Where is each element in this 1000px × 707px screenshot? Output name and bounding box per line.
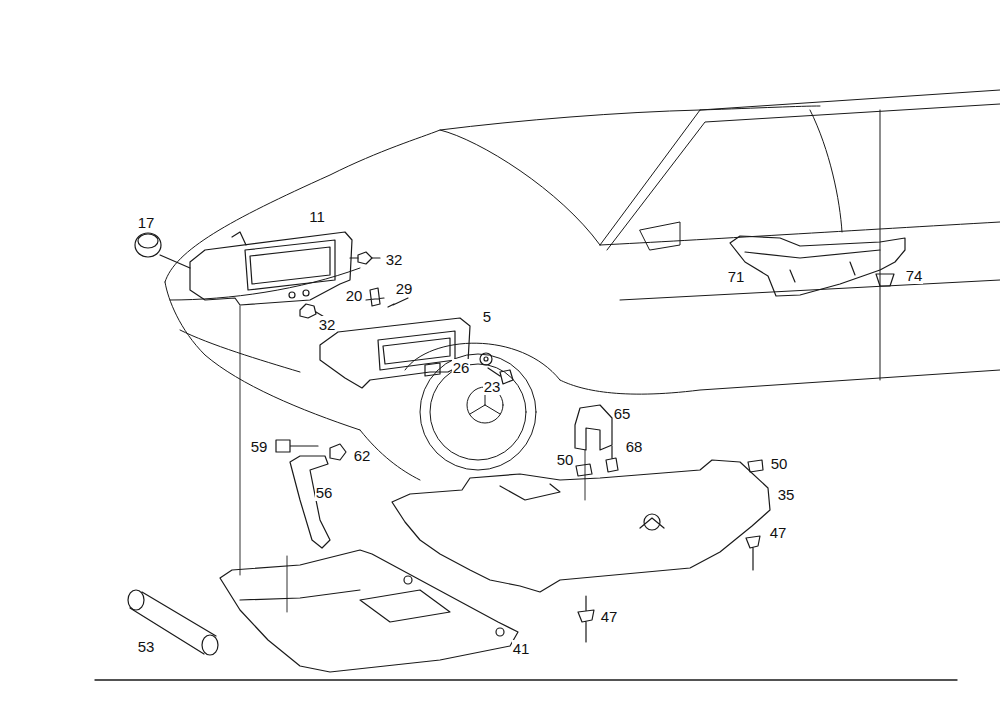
callout-number: 35 bbox=[777, 486, 796, 503]
callout-number: 23 bbox=[483, 378, 502, 395]
callout-number: 56 bbox=[315, 484, 334, 501]
callout-number: 71 bbox=[727, 268, 746, 285]
callout-number: 50 bbox=[556, 451, 575, 468]
callout-number: 20 bbox=[345, 287, 364, 304]
callout-number: 47 bbox=[600, 608, 619, 625]
callout-number: 50 bbox=[770, 455, 789, 472]
screw-part bbox=[746, 536, 760, 570]
callout-number: 29 bbox=[395, 280, 414, 297]
callout-number: 26 bbox=[452, 359, 471, 376]
frame-line bbox=[95, 679, 957, 680]
bolt-part bbox=[276, 440, 318, 452]
washer-part bbox=[480, 353, 492, 365]
bracket-part bbox=[575, 405, 612, 450]
tube-part bbox=[128, 590, 218, 655]
callout-number: 59 bbox=[250, 438, 269, 455]
callout-number: 65 bbox=[613, 405, 632, 422]
screw-part bbox=[606, 446, 618, 472]
car-outline bbox=[165, 90, 1000, 480]
callout-number: 53 bbox=[137, 638, 156, 655]
shield-part bbox=[392, 460, 770, 592]
shield-part bbox=[220, 550, 518, 672]
clip-part bbox=[366, 288, 384, 306]
cap-part bbox=[135, 233, 161, 257]
screw-part bbox=[388, 298, 408, 307]
callout-number: 41 bbox=[512, 640, 531, 657]
bolt-part bbox=[300, 252, 380, 318]
panel-part bbox=[320, 318, 470, 388]
panel-part bbox=[190, 232, 352, 305]
leader-line bbox=[240, 306, 585, 612]
callout-number: 17 bbox=[137, 214, 156, 231]
screw-part bbox=[578, 596, 594, 642]
clip-part bbox=[576, 464, 592, 476]
callout-number: 5 bbox=[482, 308, 492, 325]
nut-part bbox=[330, 444, 346, 460]
callout-number: 32 bbox=[318, 316, 337, 333]
callout-number: 62 bbox=[353, 447, 372, 464]
bracket-part bbox=[290, 456, 330, 548]
nut-part bbox=[876, 274, 894, 286]
callout-number: 68 bbox=[625, 438, 644, 455]
cover-part bbox=[730, 236, 905, 296]
clip-part bbox=[748, 460, 763, 472]
callout-number: 74 bbox=[905, 267, 924, 284]
callout-number: 47 bbox=[769, 524, 788, 541]
callout-number: 32 bbox=[385, 251, 404, 268]
callout-number: 11 bbox=[308, 208, 326, 225]
